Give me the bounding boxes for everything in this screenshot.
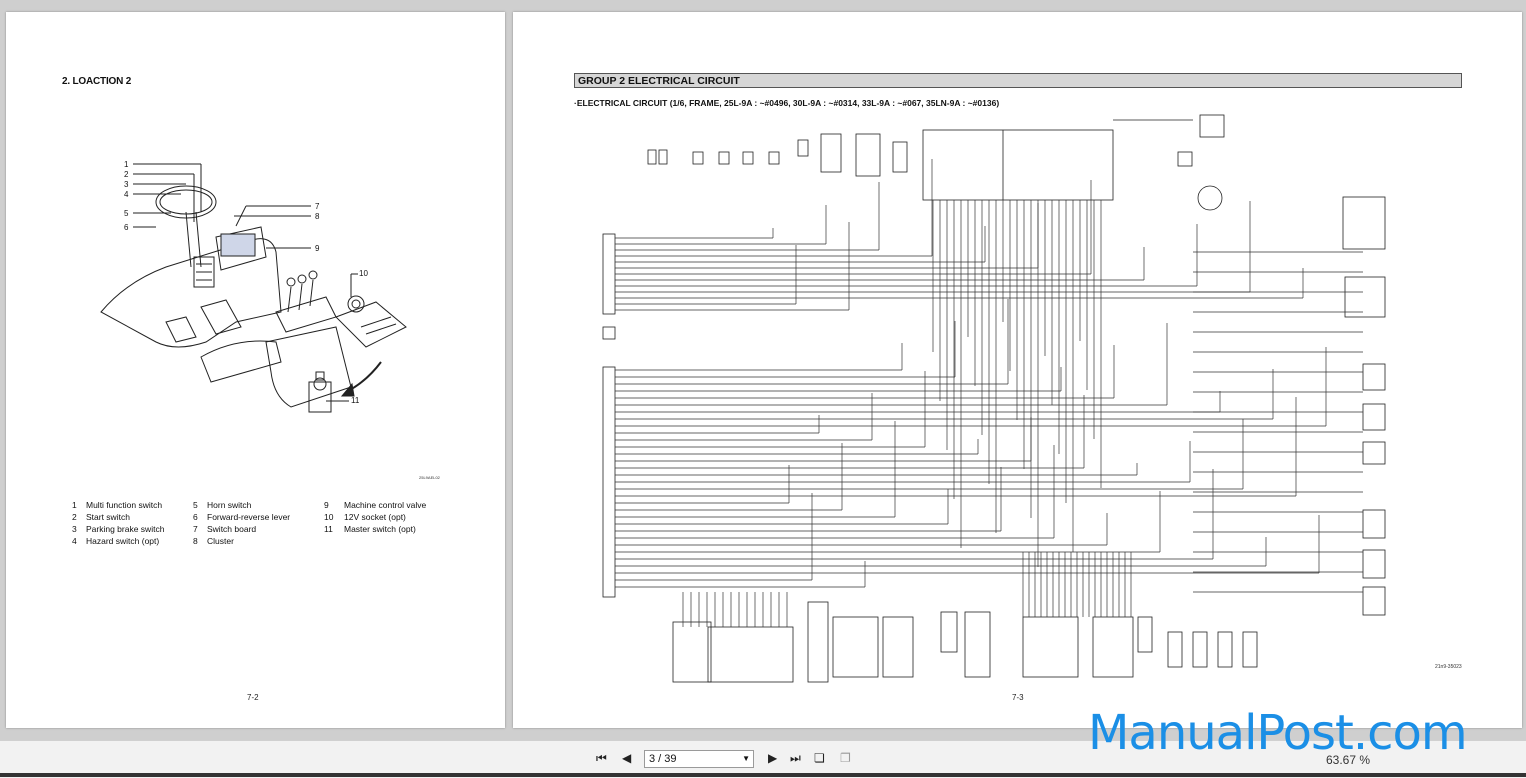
right-page: GROUP 2 ELECTRICAL CIRCUIT ·ELECTRICAL C… [513, 12, 1522, 728]
callout-9: 9 [315, 244, 320, 253]
left-page: 2. LOACTION 2 [6, 12, 505, 728]
zoom-level[interactable]: 63.67 % [1326, 753, 1371, 767]
page-number-left: 7-2 [247, 693, 259, 702]
watermark-logo: ManualPost.com [1088, 705, 1468, 761]
callout-10: 10 [359, 269, 368, 278]
two-page-view-icon[interactable]: ❐ [840, 751, 851, 765]
section-title: 2. LOACTION 2 [62, 76, 132, 87]
callout-1: 1 [124, 160, 129, 169]
callout-6: 6 [124, 223, 129, 232]
callout-8: 8 [315, 212, 320, 221]
taskbar-strip [0, 773, 1526, 777]
group-header: GROUP 2 ELECTRICAL CIRCUIT [574, 73, 1462, 88]
callout-11: 11 [351, 396, 360, 405]
chevron-down-icon[interactable]: ▼ [742, 754, 750, 763]
figure-code: 21n9-35023 [1435, 664, 1462, 670]
prev-page-icon[interactable]: ◀ [622, 751, 632, 765]
location-illustration [100, 163, 407, 413]
image-code: 25L9AEL02 [419, 475, 440, 480]
callout-3: 3 [124, 180, 129, 189]
callout-5: 5 [124, 209, 129, 218]
electrical-schematic [602, 114, 1386, 683]
page-number-right: 7-3 [1012, 693, 1024, 702]
callout-2: 2 [124, 170, 129, 179]
callout-4: 4 [124, 190, 129, 199]
single-page-view-icon[interactable]: ❏ [814, 751, 825, 765]
next-page-icon[interactable]: ▶ [768, 751, 778, 765]
last-page-icon[interactable]: ⏭ [790, 751, 801, 765]
first-page-icon[interactable]: ⏮ [596, 751, 607, 765]
viewer-toolbar: ⏮ ◀ 3 / 39▼ ▶ ⏭ ❏ ❐ 63.67 % [0, 740, 1526, 778]
callout-7: 7 [315, 202, 320, 211]
page-number-input[interactable]: 3 / 39▼ [644, 750, 754, 768]
circuit-subtitle: ·ELECTRICAL CIRCUIT (1/6, FRAME, 25L-9A … [574, 98, 1000, 108]
